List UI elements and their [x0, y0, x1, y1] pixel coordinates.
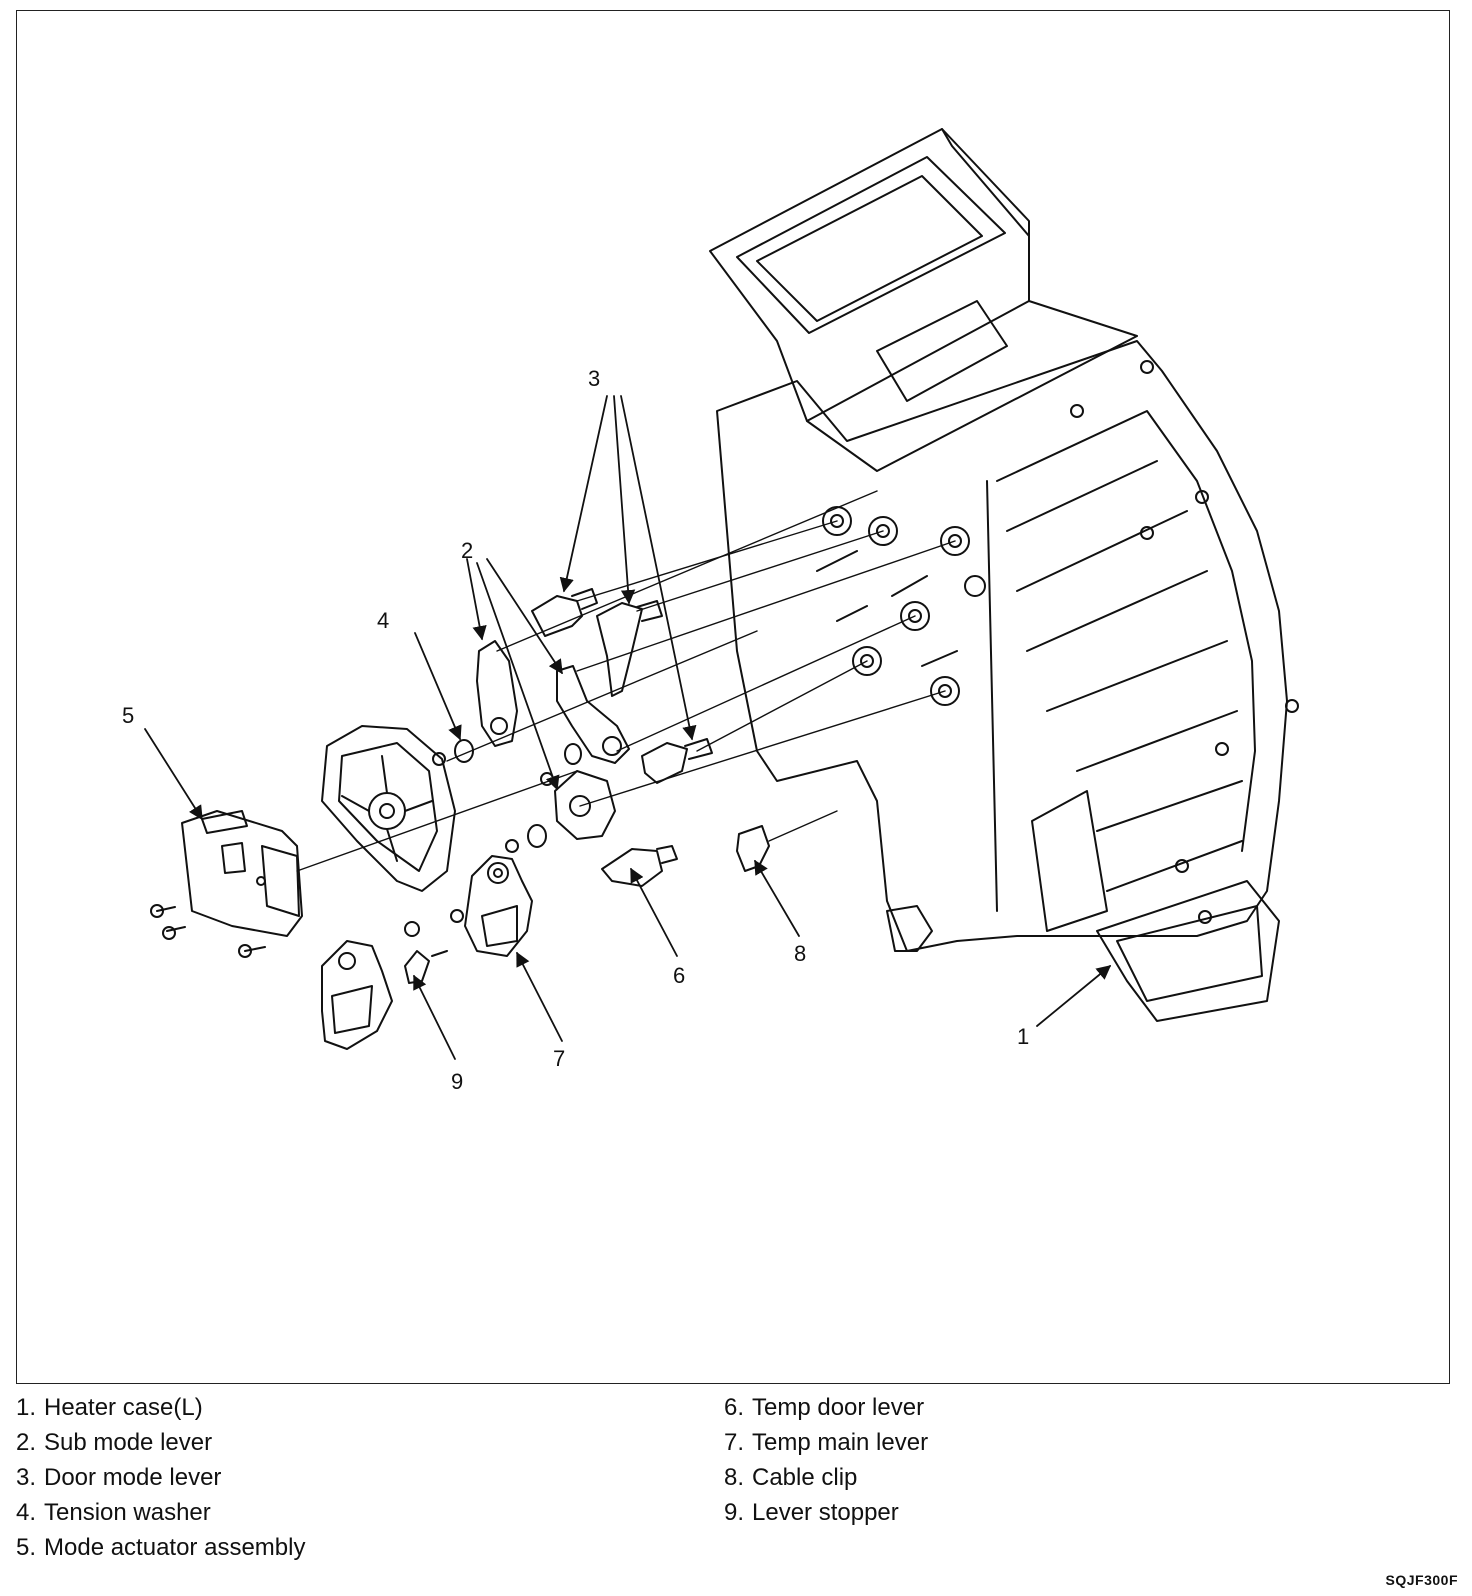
legend-label: Heater case(L) — [44, 1394, 203, 1421]
callout-7: 7 — [553, 1046, 565, 1071]
mode-actuator — [150, 810, 303, 958]
actuator-gear-cover — [321, 725, 456, 892]
legend-item: 1.Heater case(L) — [15, 1394, 203, 1421]
legend-item: 5.Mode actuator assembly — [15, 1534, 306, 1561]
lower-temp-lever — [321, 940, 393, 1050]
leader-arrows — [144, 395, 1112, 1060]
door-mode-levers — [531, 588, 713, 784]
callout-4: 4 — [377, 608, 389, 633]
legend-item: 6.Temp door lever — [723, 1394, 925, 1421]
callout-1: 1 — [1017, 1024, 1029, 1049]
cable-clip-part — [736, 825, 770, 872]
lever-stopper-part — [404, 921, 448, 984]
callout-3: 3 — [588, 366, 600, 391]
tension-washers — [432, 739, 547, 853]
legend-label: Tension washer — [44, 1499, 211, 1526]
legend-column-left: 1.Heater case(L) 2.Sub mode lever 3.Door… — [0, 1390, 305, 1565]
legend-label: Lever stopper — [752, 1499, 899, 1526]
callout-6: 6 — [673, 963, 685, 988]
callout-8: 8 — [794, 941, 806, 966]
legend-column-right: 6.Temp door lever 7.Temp main lever 8.Ca… — [708, 1390, 928, 1530]
callout-2: 2 — [461, 538, 473, 563]
legend-item: 3.Door mode lever — [15, 1464, 222, 1491]
exploded-diagram-frame: 1 2 3 4 5 6 7 8 9 — [16, 10, 1450, 1384]
legend-label: Sub mode lever — [44, 1429, 213, 1456]
legend-item: 8.Cable clip — [723, 1464, 858, 1491]
legend-item: 4.Tension washer — [15, 1499, 211, 1526]
exploded-alignment-lines — [296, 490, 956, 872]
figure-reference-code: SQJF300F — [1385, 1572, 1458, 1588]
temp-main-lever — [450, 855, 533, 957]
legend-item: 7.Temp main lever — [723, 1429, 929, 1456]
parts-legend: 1.Heater case(L) 2.Sub mode lever 3.Door… — [0, 1390, 1472, 1570]
exploded-diagram: 1 2 3 4 5 6 7 8 9 — [122, 128, 1299, 1094]
legend-item: 9.Lever stopper — [723, 1499, 899, 1526]
legend-item: 2.Sub mode lever — [15, 1429, 213, 1456]
callout-9: 9 — [451, 1069, 463, 1094]
legend-label: Cable clip — [752, 1464, 858, 1491]
legend-label: Temp door lever — [752, 1394, 925, 1421]
sub-mode-levers — [476, 640, 630, 840]
callout-5: 5 — [122, 703, 134, 728]
legend-label: Door mode lever — [44, 1464, 222, 1491]
temp-door-lever-part — [601, 845, 678, 887]
legend-label: Mode actuator assembly — [44, 1534, 306, 1561]
heater-case — [709, 128, 1299, 1022]
legend-label: Temp main lever — [752, 1429, 929, 1456]
